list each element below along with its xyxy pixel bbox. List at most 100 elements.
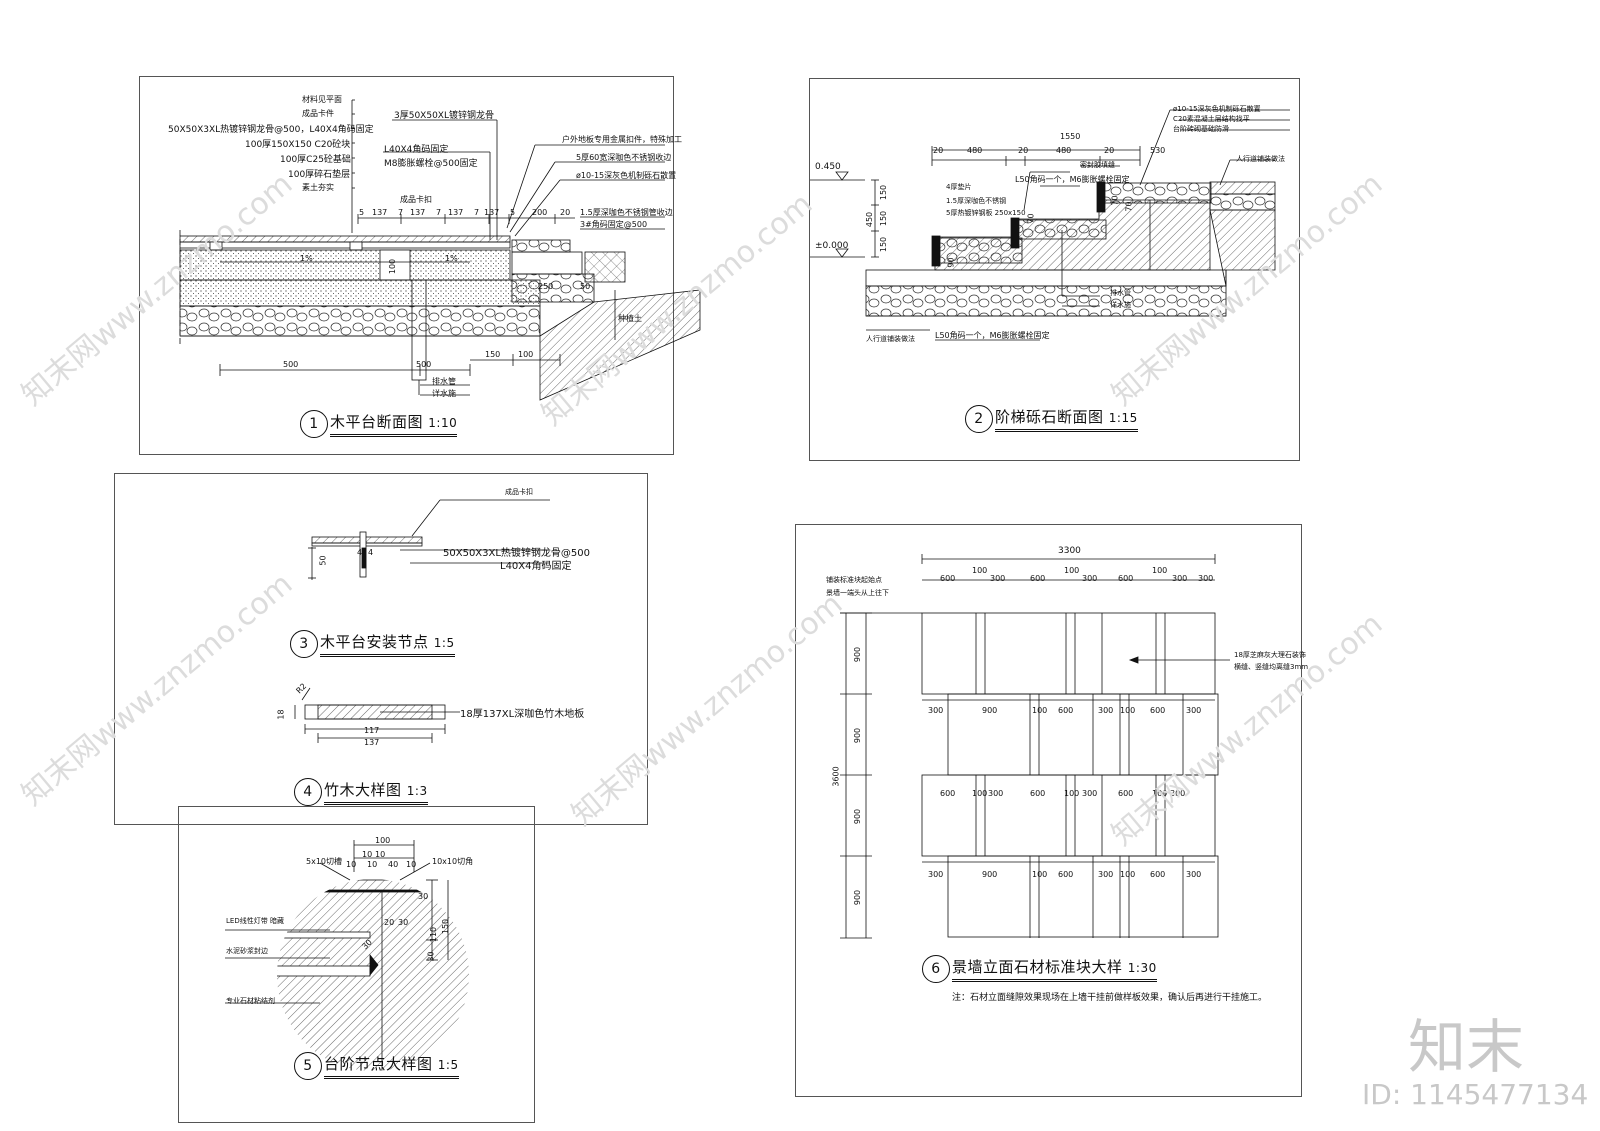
dim-70-c: 70 xyxy=(1124,201,1134,212)
label-wall-end: 景墙一端头从上往下 xyxy=(826,589,889,597)
label-steel-15: 1.5厚深咖色不锈钢 xyxy=(946,197,1007,205)
dim-10-b: 10 xyxy=(375,850,386,859)
title-scale: 1:3 xyxy=(406,784,428,798)
label-drain: 排水管 xyxy=(432,377,456,386)
label-sidewalk-right: 人行道铺装做法 xyxy=(1236,155,1285,163)
dim-90: 90 xyxy=(946,257,956,268)
dim-cell: 100 xyxy=(1064,789,1080,798)
label-rammed-soil: 素土夯实 xyxy=(302,183,334,192)
label-marble: 18厚芝麻灰大理石装饰 xyxy=(1234,651,1306,659)
label-bolt: M8膨胀螺栓@500固定 xyxy=(384,159,478,169)
dim-10-d: 10 xyxy=(367,860,378,869)
note-text: 注：石材立面缝隙效果现场在上墙干挂前做样板效果，确认后再进行干挂施工。 xyxy=(952,993,1268,1003)
title-number: 5 xyxy=(294,1052,322,1080)
dim-cell: 300 xyxy=(1098,870,1114,879)
label-see-water: 详水施 xyxy=(432,389,456,398)
label-chamfer: 10x10切角 xyxy=(432,857,474,866)
title-text: 景墙立面石材标准块大样 xyxy=(952,958,1123,976)
dim-150-a: 150 xyxy=(879,184,889,201)
dim-18: 18 xyxy=(276,709,286,720)
dim-20-a: 20 xyxy=(933,146,944,155)
label-clip-3: 成品卡扣 xyxy=(505,488,533,496)
dim-4-b: 4 xyxy=(368,548,374,557)
label-steel-joist: 50X50X3XL热镀锌钢龙骨@500，L40X4角码固定 xyxy=(168,125,374,135)
dim-20-c: 20 xyxy=(1104,146,1115,155)
dim-137: 137 xyxy=(364,738,380,747)
dim-70-b: 70 xyxy=(1110,195,1120,206)
detail-5-drawing xyxy=(225,840,469,1071)
dim-7-c: 7 xyxy=(474,208,480,217)
dim-20-b: 20 xyxy=(1018,146,1029,155)
dim-137-d: 137 xyxy=(484,208,500,217)
drawing-sheet-6 xyxy=(795,524,1302,1097)
title-text: 台阶节点大样图 xyxy=(324,1055,433,1073)
label-steel-plate: 5厚热镀锌钢板 250x150 xyxy=(946,209,1026,217)
dim-200: 200 xyxy=(532,208,548,217)
dim-137-b: 137 xyxy=(410,208,426,217)
dim-cell: 100 xyxy=(1120,706,1136,715)
label-pipe-edge: 1.5厚深咖色不锈钢管收边 xyxy=(580,208,673,217)
dim-cell: 100 xyxy=(1120,870,1136,879)
dim-500-a: 500 xyxy=(283,360,299,369)
title-scale: 1:30 xyxy=(1127,961,1157,975)
label-finished-clip: 成品卡件 xyxy=(302,109,334,118)
dim-cell: 300 xyxy=(1082,574,1098,583)
dim-100-5: 100 xyxy=(375,836,391,845)
label-angle-fix: L40X4角码固定 xyxy=(384,145,449,155)
dim-30-a: 30 xyxy=(398,918,409,927)
label-clip: 成品卡扣 xyxy=(400,195,432,204)
brand-logo: 知末 xyxy=(1408,1013,1525,1081)
dim-cell: 100 xyxy=(1152,566,1168,575)
title-number: 1 xyxy=(300,410,328,438)
dim-150-c: 150 xyxy=(879,236,889,253)
dim-cell: 600 xyxy=(940,789,956,798)
label-planting-soil: 种植土 xyxy=(618,314,642,323)
title-text: 阶梯砾石断面图 xyxy=(995,408,1104,426)
title-text: 竹木大样图 xyxy=(324,781,402,799)
dim-cell: 600 xyxy=(1150,870,1166,879)
dim-50: 50 xyxy=(580,282,591,291)
elevation-045: 0.450 xyxy=(815,162,841,172)
dim-500-b: 500 xyxy=(416,360,432,369)
dim-cell: 900 xyxy=(982,706,998,715)
label-groove: 5x10切槽 xyxy=(306,857,343,866)
label-c20-layer: C20素混凝土层结构找平 xyxy=(1173,115,1250,123)
dim-117: 117 xyxy=(364,726,380,735)
label-concrete-block: 100厚150X150 C20砼块 xyxy=(245,140,351,150)
dim-100-b: 100 xyxy=(518,350,534,359)
label-sealant: 密封胶填缝 xyxy=(1080,161,1115,169)
dim-150-5: 150 xyxy=(441,918,451,935)
dim-cell: 100 xyxy=(1064,566,1080,575)
slope-1: 1% xyxy=(300,254,313,263)
dim-cell: 100 xyxy=(972,789,988,798)
title-scale: 1:10 xyxy=(428,416,458,430)
dim-900-v-b: 900 xyxy=(853,727,863,744)
dim-10-a: 10 xyxy=(362,850,373,859)
dim-cell: 600 xyxy=(1030,574,1046,583)
dim-cell: 600 xyxy=(1118,789,1134,798)
drawing-sheet-5 xyxy=(178,806,535,1123)
label-steel-edge: 5厚60宽深咖色不锈钢收边 xyxy=(576,153,672,162)
dim-110: 110 xyxy=(429,926,439,943)
dim-30-c: 30 xyxy=(418,892,429,901)
dim-cell: 100 xyxy=(1032,706,1048,715)
label-l50-top: L50角码一个，M6膨胀螺栓固定 xyxy=(1015,175,1130,184)
elevation-000: ±0.000 xyxy=(815,241,849,251)
dim-cell: 300 xyxy=(1082,789,1098,798)
dim-100-v: 100 xyxy=(388,258,398,275)
dim-7-b: 7 xyxy=(436,208,442,217)
elevation-6-drawing xyxy=(840,554,1230,939)
dim-cell: 300 xyxy=(990,574,1006,583)
dim-7-a: 7 xyxy=(398,208,404,217)
dim-cell: 600 xyxy=(1030,789,1046,798)
dim-137-a: 137 xyxy=(372,208,388,217)
dim-480-b: 480 xyxy=(1056,146,1072,155)
label-joist-3: 50X50X3XL热镀锌钢龙骨@500 xyxy=(443,548,591,559)
label-start-point: 铺装标准块起始点 xyxy=(826,576,882,584)
dim-250: 250 xyxy=(538,282,554,291)
title-scale: 1:15 xyxy=(1108,411,1138,425)
